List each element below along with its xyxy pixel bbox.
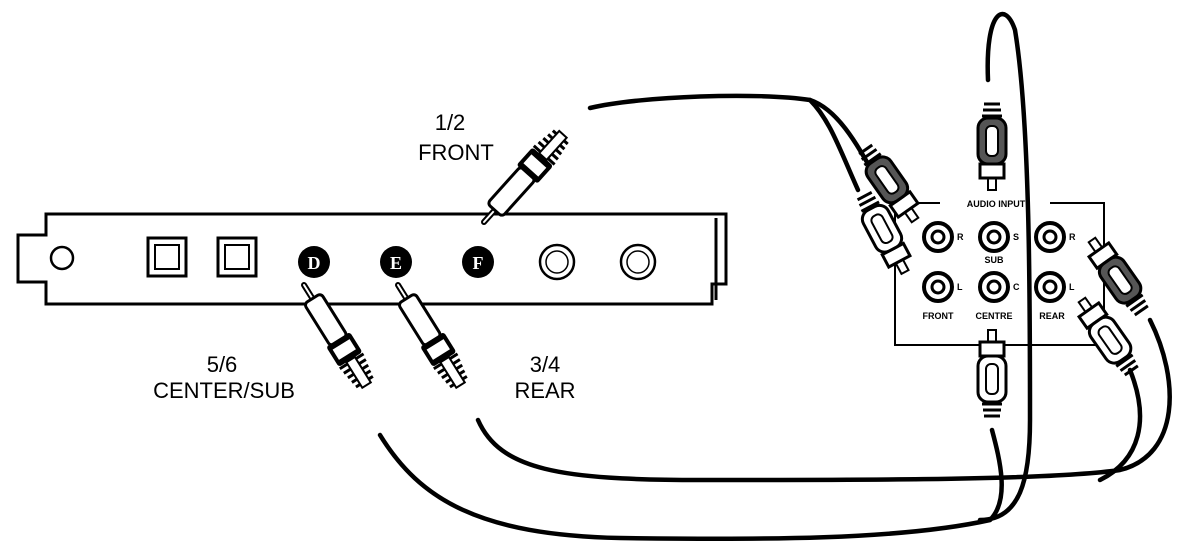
front-l-jack[interactable]: L (922, 271, 963, 303)
unused-jack-2 (619, 243, 657, 281)
front-cable-label: 1/2 FRONT (418, 110, 494, 165)
center-sub-channel-number: 5/6 (207, 352, 238, 377)
center-sub-channel-name: CENTER/SUB (153, 378, 295, 403)
front-cable-split-r (807, 97, 861, 193)
sub-group-label: SUB (984, 255, 1004, 265)
rear-l-rca-plug[interactable] (1069, 290, 1145, 380)
speaker-input-panel: AUDIO INPUT R S R SUB L C (894, 199, 1105, 346)
jack-d[interactable]: D (298, 246, 330, 278)
center-sub-cable-loop (977, 11, 1033, 523)
rear-channel-name: REAR (514, 378, 575, 403)
bracket-outline (16, 212, 728, 306)
sub-rca-plug[interactable] (976, 102, 1008, 192)
rear-channel-number: 3/4 (530, 352, 561, 377)
centre-group-label: CENTRE (975, 311, 1012, 321)
center-sub-cable-label: 5/6 CENTER/SUB (153, 352, 295, 403)
cables (377, 11, 1172, 542)
front-l-label: L (957, 282, 963, 292)
front-r-jack[interactable]: R (922, 221, 964, 253)
unused-jack-1 (538, 243, 576, 281)
centre-rca-plug[interactable] (976, 328, 1008, 418)
rear-r-jack[interactable]: R (1034, 221, 1076, 253)
sound-card-bracket: D E F (16, 212, 728, 306)
jack-f[interactable]: F (462, 246, 494, 278)
jack-e-label: E (390, 253, 402, 273)
centre-jack[interactable]: C (978, 271, 1020, 303)
rear-cable-branch (1097, 367, 1143, 483)
front-cable (587, 93, 883, 188)
rear-cable (475, 317, 1172, 483)
jack-d-label: D (308, 253, 321, 273)
front-r-label: R (957, 232, 964, 242)
rear-l-label: L (1069, 282, 1075, 292)
jack-e[interactable]: E (380, 246, 412, 278)
centre-jack-label: C (1013, 282, 1020, 292)
rear-cable-label: 3/4 REAR (514, 352, 575, 403)
rear-group-label: REAR (1039, 311, 1065, 321)
rear-l-jack[interactable]: L (1034, 271, 1075, 303)
sub-jack-label: S (1013, 232, 1019, 242)
rear-r-label: R (1069, 232, 1076, 242)
front-group-label: FRONT (923, 311, 954, 321)
jack-f-label: F (473, 253, 484, 273)
mounting-hole (49, 245, 75, 271)
front-channel-name: FRONT (418, 140, 494, 165)
sub-jack[interactable]: S (978, 221, 1019, 253)
center-sub-cable (377, 427, 1004, 542)
front-channel-number: 1/2 (435, 110, 466, 135)
audio-input-title: AUDIO INPUT (967, 199, 1026, 209)
